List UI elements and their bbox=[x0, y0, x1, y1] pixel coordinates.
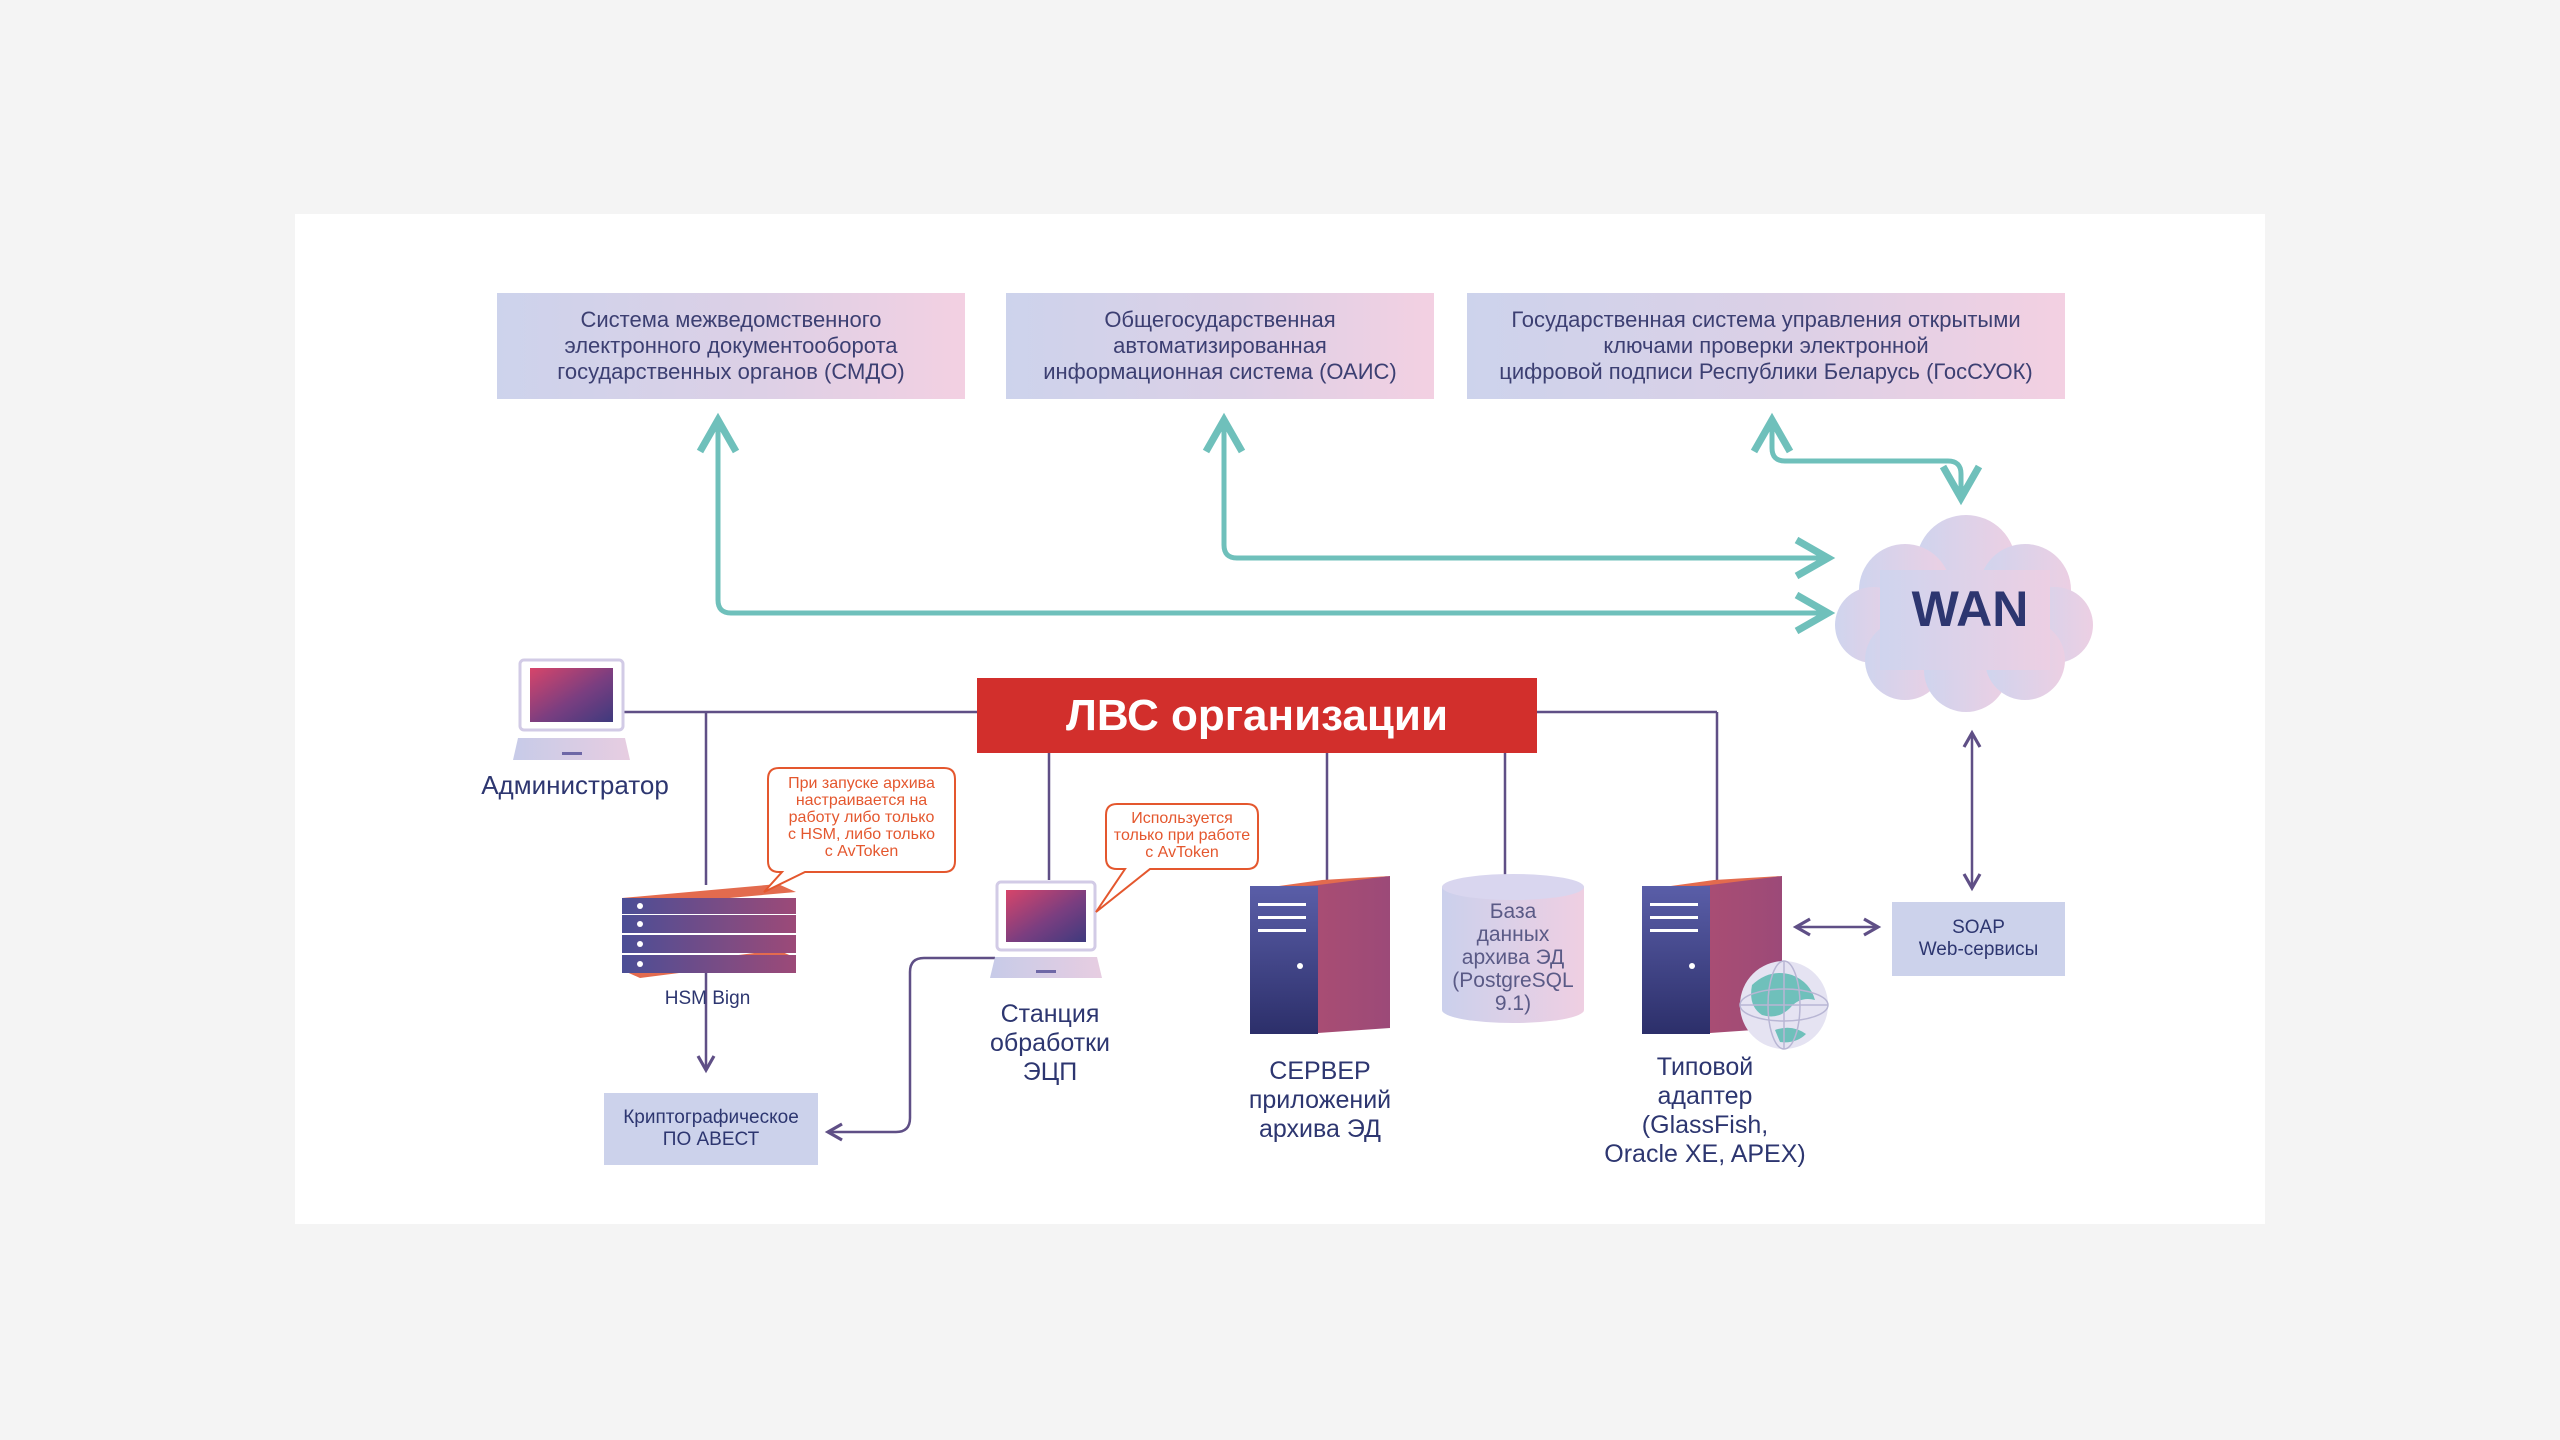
station-laptop-icon bbox=[990, 880, 1102, 978]
server-label: СЕРВЕР приложений архива ЭД bbox=[1248, 1057, 1392, 1143]
adapter-label: Типовой адаптер (GlassFish, Oracle XE, A… bbox=[1604, 1053, 1806, 1168]
database-label: База данных архива ЭД (PostgreSQL 9.1) bbox=[1452, 900, 1574, 1015]
wan-connections bbox=[696, 412, 1983, 635]
station-callout-bubble bbox=[1095, 803, 1259, 913]
system-box-smdo: Система межведомственного электронного д… bbox=[497, 293, 965, 399]
database-cylinder-icon bbox=[1442, 874, 1584, 1023]
station-label: Станция обработки ЭЦП bbox=[989, 1000, 1111, 1086]
hsm-callout-bubble bbox=[763, 767, 956, 893]
system-box-oais: Общегосударственная автоматизированная и… bbox=[1006, 293, 1434, 399]
lan-lines bbox=[622, 710, 1982, 1142]
arrow-gosuok-wan bbox=[1750, 412, 1983, 506]
crypto-box: Криптографическое ПО АВЕСТ bbox=[604, 1093, 818, 1165]
soap-box: SOAP Web-сервисы bbox=[1892, 902, 2065, 976]
globe-icon bbox=[1739, 960, 1829, 1050]
administrator-laptop-icon bbox=[513, 658, 630, 760]
hsm-label: HSM Bign bbox=[664, 988, 751, 1009]
adapter-server-icon bbox=[1642, 876, 1782, 1034]
administrator-label: Администратор bbox=[481, 770, 669, 800]
arrow-smdo-wan bbox=[696, 412, 1836, 635]
wan-label: WAN bbox=[1911, 581, 2029, 637]
server-tower-icon bbox=[1250, 876, 1390, 1034]
system-box-gosuok: Государственная система управления откры… bbox=[1467, 293, 2065, 399]
station-callout-text: Используется только при работе с AvToken bbox=[1113, 810, 1251, 861]
lvs-banner: ЛВС организации bbox=[977, 678, 1537, 753]
arrow-oais-wan bbox=[1202, 412, 1836, 580]
wan-cloud-icon bbox=[1835, 515, 2093, 712]
hsm-rack-icon bbox=[622, 884, 796, 978]
hsm-callout-text: При запуске архива настраивается на рабо… bbox=[787, 775, 936, 860]
